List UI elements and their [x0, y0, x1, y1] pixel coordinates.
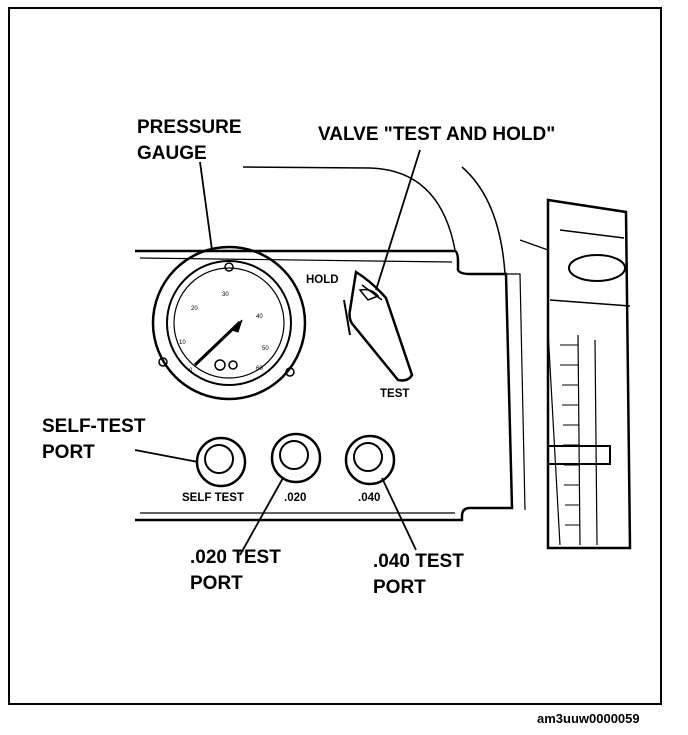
- leader-lines: [134, 149, 421, 556]
- tester-panel: [135, 166, 526, 522]
- dial-tick-label: 10: [179, 340, 186, 346]
- valve-test-hold: [343, 269, 414, 382]
- self-test-port: [195, 436, 247, 488]
- tester-side-unit: [519, 198, 632, 550]
- self-test-panel-label: SELF TEST: [182, 492, 244, 504]
- figure-id: am3uuw0000059: [537, 711, 640, 726]
- self-test-port-label: SELF-TEST: [42, 416, 146, 437]
- self-test-port-label: PORT: [42, 442, 95, 463]
- leader-port-020: [239, 477, 284, 556]
- hold-label: HOLD: [306, 274, 339, 286]
- pressure-gauge: [151, 245, 307, 401]
- port-020-panel-label: .020: [284, 492, 306, 504]
- leader-pressure-gauge: [199, 161, 213, 251]
- figure-border: [8, 7, 662, 705]
- port-040: [344, 434, 396, 486]
- dial-tick-label: 30: [222, 292, 229, 298]
- dial-tick-label: 40: [256, 314, 263, 320]
- test-label: TEST: [380, 388, 409, 400]
- port-020-label: PORT: [190, 573, 243, 594]
- port-020: [270, 432, 322, 484]
- pressure-gauge-label: GAUGE: [137, 143, 207, 164]
- pressure-gauge-label: PRESSURE: [137, 117, 242, 138]
- dial-tick-label: 50: [262, 346, 269, 352]
- gauge-dial-scale: 0 10 20 30 40 50 60: [179, 292, 269, 374]
- leader-self-test: [134, 449, 199, 463]
- dial-tick-label: 0: [189, 368, 193, 374]
- port-040-label: .040 TEST: [373, 551, 464, 572]
- dial-tick-label: 20: [191, 306, 198, 312]
- port-040-panel-label: .040: [358, 492, 380, 504]
- leader-valve: [375, 149, 421, 291]
- dial-tick-label: 60: [256, 366, 263, 372]
- valve-label: VALVE "TEST AND HOLD": [318, 124, 555, 145]
- leader-port-040: [381, 477, 417, 551]
- port-040-label: PORT: [373, 577, 426, 598]
- port-020-label: .020 TEST: [190, 547, 281, 568]
